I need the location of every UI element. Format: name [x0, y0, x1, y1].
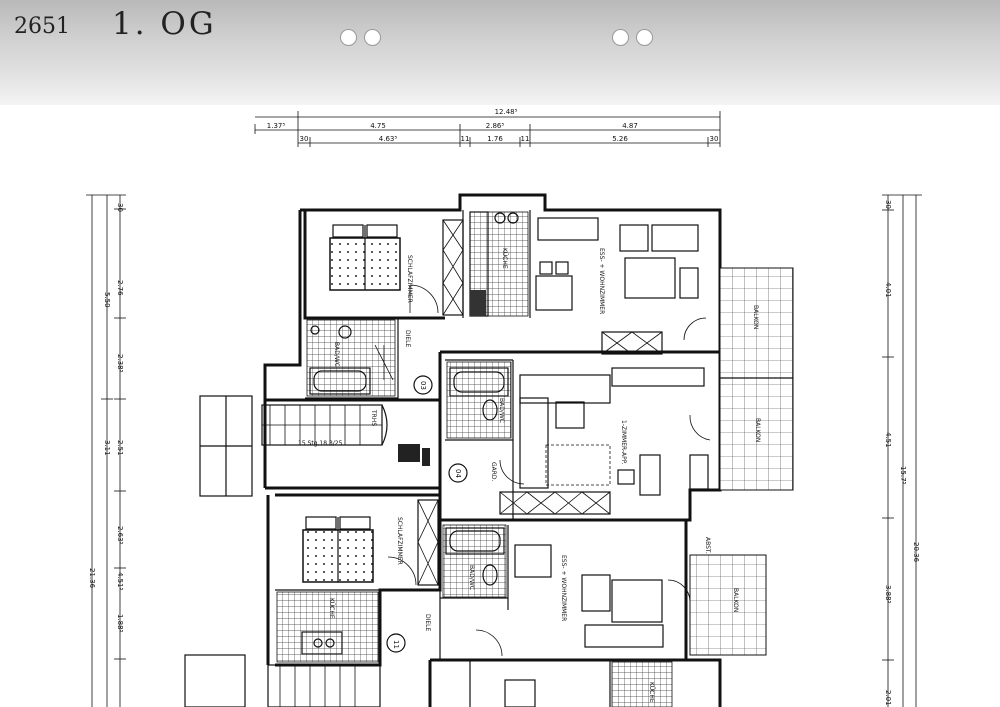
dim-right: 15.7⁵	[899, 466, 907, 485]
dimension-chain-top: 12.48⁵ 1.37⁵ 4.75 2.86⁵ 4.87 30 4.63⁵ 11…	[254, 108, 721, 147]
dim-right: 30	[884, 200, 892, 209]
punch-hole-icon	[364, 29, 381, 46]
dim-right-overall: 20.36	[912, 542, 920, 563]
dim-top: 2.86⁵	[486, 122, 505, 130]
wet-room-tiling	[276, 211, 673, 707]
dim-top: 5.26	[612, 135, 628, 143]
room-label-diele: DIELE	[404, 330, 411, 348]
room-label-ess-wohnzimmer: ESS- + WOHNZIMMER	[560, 555, 567, 621]
dim-left: 3.11	[103, 440, 111, 456]
room-label-1-zimmer-app: 1-ZIMMER-APP.	[620, 420, 627, 464]
dimension-chain-right: 30 4.01 4.51 3.88⁵ 2.01 15.7⁵ 20.36	[882, 194, 922, 707]
dim-top: 11	[461, 135, 470, 143]
dim-top: 30	[300, 135, 309, 143]
dim-left-overall: 21.36	[88, 568, 96, 589]
sanitary-fixtures	[310, 325, 498, 586]
dim-left: 4.51⁵	[116, 572, 124, 591]
dim-top: 1.76	[487, 135, 503, 143]
floor-label: 1. OG	[112, 6, 217, 42]
room-label-abstellraum: ABST.	[704, 537, 711, 554]
dim-left: 2.51	[116, 440, 124, 456]
dimension-chain-left: 30 2.76 2.38⁵ 2.51 2.63⁵ 4.51⁵ 1.88⁵ 5.5…	[86, 194, 126, 707]
balcony-1	[719, 267, 794, 491]
bathtubs	[309, 367, 509, 555]
staircase	[184, 404, 388, 707]
dim-left: 2.38⁵	[116, 354, 124, 373]
room-label-bad-wc: BAD/WC	[498, 398, 505, 423]
room-label-diele: DIELE	[424, 614, 431, 632]
dim-right: 3.88⁵	[884, 585, 892, 604]
exterior-walls	[263, 193, 722, 707]
punch-hole-icon	[636, 29, 653, 46]
room-label-schlafzimmer: SCHLAFZIMMER	[406, 255, 413, 303]
punch-hole-icon	[340, 29, 357, 46]
room-label-kueche: KÜCHE	[501, 248, 508, 269]
dim-left: 1.88⁵	[116, 614, 124, 633]
dim-overall-width: 12.48⁵	[495, 108, 518, 116]
room-label-schlafzimmer: SCHLAFZIMMER	[396, 517, 403, 565]
dim-top: 11	[521, 135, 530, 143]
room-label-treppenhaus: TRHS	[370, 409, 377, 426]
unit-tags: 03 04 11	[386, 375, 468, 653]
wardrobes	[417, 219, 663, 586]
kitchens	[301, 211, 519, 655]
dim-right: 4.51	[884, 432, 892, 448]
room-label-ess-wohnzimmer: ESS- + WOHNZIMMER	[598, 248, 605, 314]
door-swings	[374, 284, 711, 657]
scan-header-band	[0, 0, 1000, 105]
room-labels: SCHLAFZIMMER KÜCHE ESS- + WOHNZIMMER BAL…	[298, 248, 761, 703]
unit-tag-03: 03	[419, 381, 427, 390]
dim-left: 2.63⁵	[116, 526, 124, 545]
dim-left: 30	[116, 203, 124, 212]
stair-annotation: 15 Stg.18.3/25	[298, 440, 343, 447]
room-label-bad-wc: BAD/WC	[468, 565, 475, 590]
dim-left: 2.76	[116, 280, 124, 296]
room-label-balkon: BALKON	[752, 305, 759, 329]
unit-tag-11: 11	[392, 640, 400, 649]
dim-top: 4.75	[370, 122, 386, 130]
balcony-3	[689, 554, 767, 656]
dim-top: 4.63⁵	[379, 135, 398, 143]
dim-top: 4.87	[622, 122, 638, 130]
room-label-kueche: KÜCHE	[328, 598, 335, 619]
room-label-bad-wc: BAD/WC	[333, 342, 340, 367]
dim-top: 1.37⁵	[267, 122, 286, 130]
dim-right: 4.01	[884, 282, 892, 298]
punch-hole-icon	[612, 29, 629, 46]
dim-left: 5.50	[103, 292, 111, 308]
mailbox-block	[398, 444, 430, 466]
unit-tag-04: 04	[454, 469, 462, 478]
beds	[302, 224, 401, 583]
sheet-number: 2651	[14, 14, 70, 39]
room-label-balkon: BALKON	[732, 588, 739, 612]
dim-top: 30	[710, 135, 719, 143]
room-label-garderobe: GARD.	[490, 462, 497, 482]
room-label-balkon: BALKON	[754, 418, 761, 442]
room-label-kueche: KÜCHE	[648, 682, 655, 703]
living-furniture	[504, 217, 709, 707]
balconies	[689, 267, 794, 656]
light-shafts	[199, 395, 253, 497]
dim-right: 2.01	[884, 690, 892, 706]
